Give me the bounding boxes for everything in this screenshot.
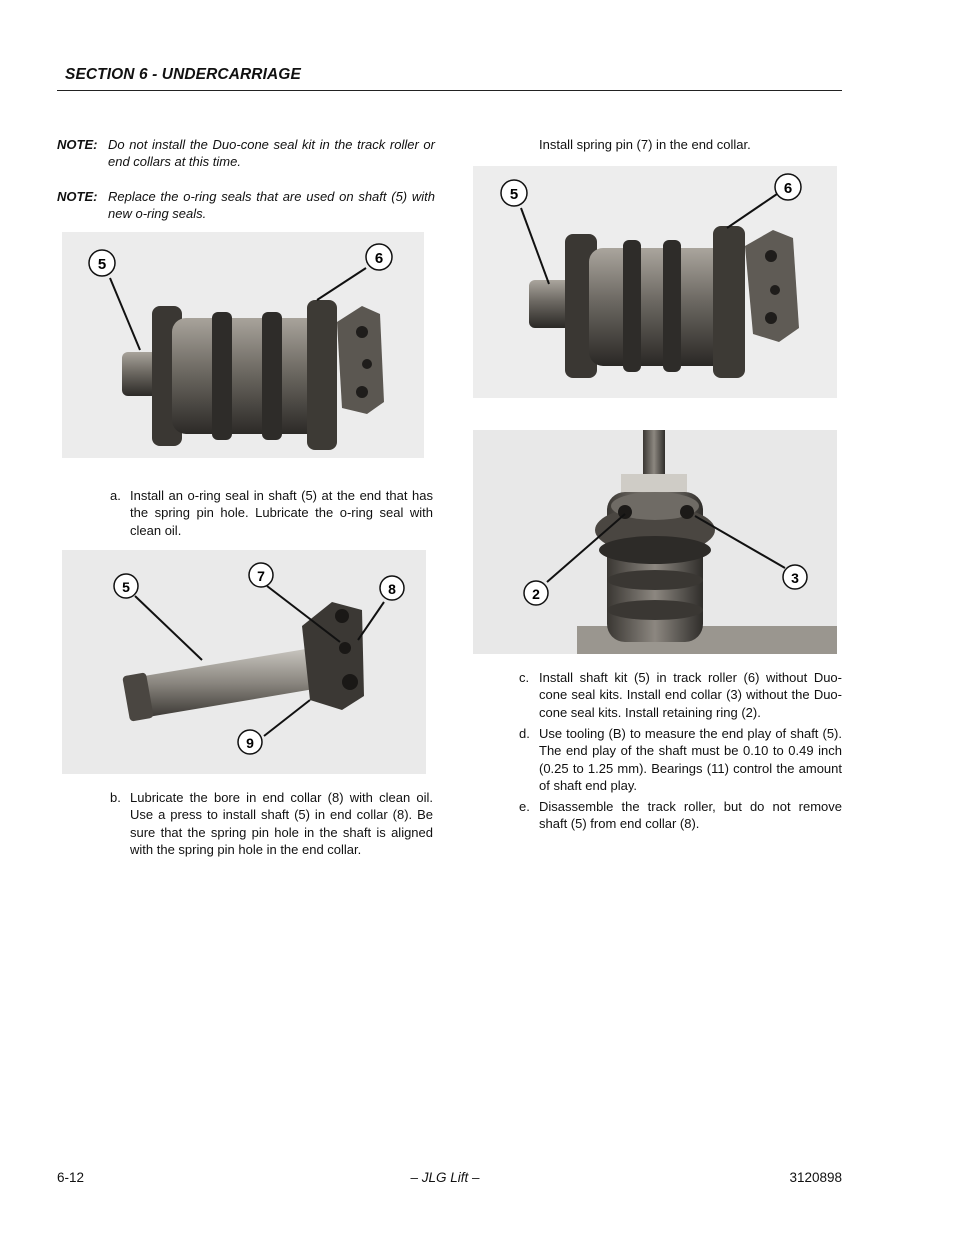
svg-text:2: 2	[532, 586, 540, 602]
step-c: c. Install shaft kit (5) in track roller…	[519, 669, 842, 721]
note-label: NOTE:	[57, 137, 98, 152]
section-title: SECTION 6 - UNDERCARRIAGE	[65, 66, 301, 83]
doc-number: 3120898	[789, 1170, 842, 1185]
note-label: NOTE:	[57, 189, 98, 204]
callout-2: 2	[523, 580, 549, 606]
callout-9: 9	[237, 729, 263, 755]
step-text: Lubricate the bore in end collar (8) wit…	[130, 790, 433, 857]
callout-6: 6	[365, 243, 393, 271]
callout-5: 5	[500, 179, 528, 207]
step-text: Use tooling (B) to measure the end play …	[539, 726, 842, 793]
page-number: 6-12	[57, 1170, 85, 1185]
svg-text:6: 6	[375, 250, 383, 267]
svg-text:5: 5	[98, 256, 106, 273]
callout-5: 5	[113, 573, 139, 599]
figure-shaft-in-end-collar: 5 7 8 9	[62, 550, 426, 774]
note-text: Replace the o-ring seals that are used o…	[108, 189, 435, 221]
step-e: e. Disassemble the track roller, but do …	[519, 798, 842, 833]
step-d: d. Use tooling (B) to measure the end pl…	[519, 725, 842, 794]
svg-text:5: 5	[510, 186, 518, 203]
callout-5: 5	[88, 249, 116, 277]
step-letter: c.	[519, 670, 530, 685]
step-b: b. Lubricate the bore in end collar (8) …	[110, 789, 433, 858]
svg-text:8: 8	[388, 581, 396, 597]
callout-7: 7	[248, 562, 274, 588]
svg-text:5: 5	[122, 579, 130, 595]
note-text: Do not install the Duo-cone seal kit in …	[108, 137, 435, 169]
step-text: Disassemble the track roller, but do not…	[539, 799, 842, 832]
svg-text:3: 3	[791, 570, 799, 586]
step-text: Install shaft kit (5) in track roller (6…	[539, 670, 842, 720]
step-letter: a.	[110, 488, 121, 503]
note-2: NOTE: Replace the o-ring seals that are …	[57, 188, 435, 222]
step-letter: e.	[519, 799, 530, 814]
callout-8: 8	[379, 575, 405, 601]
note-1: NOTE: Do not install the Duo-cone seal k…	[57, 136, 435, 170]
footer-brand: – JLG Lift –	[410, 1170, 480, 1185]
callout-6: 6	[774, 173, 802, 201]
step-text: Install an o-ring seal in shaft (5) at t…	[130, 488, 433, 538]
spring-pin-instruction: Install spring pin (7) in the end collar…	[539, 137, 751, 152]
step-a: a. Install an o-ring seal in shaft (5) a…	[110, 487, 433, 539]
step-letter: d.	[519, 726, 530, 741]
figure-track-roller-shaft-end-collar: 5 6	[62, 232, 424, 458]
step-letter: b.	[110, 790, 121, 805]
svg-text:6: 6	[784, 180, 792, 197]
section-header: SECTION 6 - UNDERCARRIAGE	[57, 64, 842, 91]
svg-text:9: 9	[246, 735, 254, 751]
figure-end-collar-retaining-ring: 2 3	[473, 430, 837, 654]
figure-track-roller-spring-pin: 5 6	[473, 166, 837, 398]
svg-text:7: 7	[257, 568, 265, 584]
callout-3: 3	[782, 564, 808, 590]
